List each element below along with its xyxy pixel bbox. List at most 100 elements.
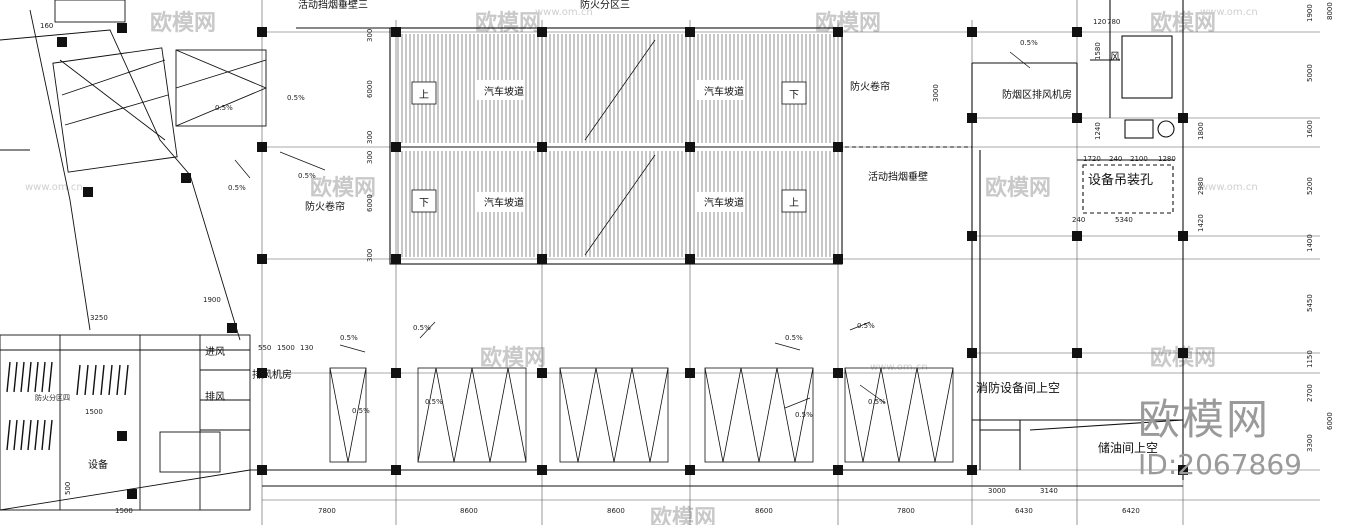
watermark-text: 欧模网: [150, 10, 216, 36]
slope-label: 0.5%: [228, 184, 246, 192]
dim-right: 6000: [1326, 412, 1334, 430]
column-marker: [257, 142, 267, 152]
structural-columns: [57, 23, 1188, 499]
ramp-label: 汽车坡道: [484, 196, 524, 209]
dim-room: 3000: [932, 84, 940, 102]
column-marker: [537, 254, 547, 264]
dim-bottom-sub: 3000: [988, 487, 1006, 495]
slope-label: 0.5%: [857, 322, 875, 330]
watermark-site: www.om.cn: [25, 182, 83, 193]
text-labels: 活动挡烟垂壁三 防火分区三 汽车坡道 汽车坡道 汽车坡道 汽车坡道 上 下 下 …: [35, 0, 1158, 471]
dim-left: 550: [258, 344, 271, 352]
dim-bottom: 8600: [460, 507, 478, 515]
watermark-site: www.om.cn: [1200, 7, 1258, 18]
fire-shutter-label: 防火卷帘: [850, 80, 890, 93]
dim-stair-side: 1240: [1094, 122, 1102, 140]
column-marker: [685, 27, 695, 37]
parking-mark: [6, 361, 11, 393]
slope-arrows: [234, 51, 1031, 409]
fire-shutter-label: 防火卷帘: [305, 200, 345, 213]
ramp-label: 汽车坡道: [484, 85, 524, 98]
parking-mark: [48, 361, 53, 393]
dim-bottom: 6430: [1015, 507, 1033, 515]
dim-hole-bottom: 240: [1072, 216, 1085, 224]
dim-ramp: 300: [366, 249, 374, 262]
watermark-layer: 欧模网 欧模网 欧模网 欧模网 欧模网 欧模网 欧模网 欧模网 欧模网 www.…: [25, 7, 1258, 529]
dim-right: 1150: [1306, 350, 1314, 368]
parking-mark: [6, 419, 11, 451]
smoke-fan-room-label: 防烟区排风机房: [1002, 88, 1072, 101]
dim-stair-top: 120: [1093, 18, 1106, 26]
column-marker: [685, 254, 695, 264]
column-marker: [1178, 113, 1188, 123]
slope-label: 0.5%: [795, 411, 813, 419]
column-marker: [1072, 231, 1082, 241]
fan-short-label: 风: [1110, 51, 1120, 63]
parking-mark: [48, 419, 53, 451]
dim-right: 5000: [1306, 64, 1314, 82]
down-label: 下: [419, 198, 429, 209]
column-marker: [967, 27, 977, 37]
column-marker: [967, 465, 977, 475]
column-marker: [391, 254, 401, 264]
dim-left: 8000: [1326, 2, 1334, 20]
column-marker: [391, 368, 401, 378]
dim-left: 1500: [85, 408, 103, 416]
parking-mark: [124, 364, 129, 396]
column-marker: [1178, 348, 1188, 358]
slope-label: 0.5%: [352, 407, 370, 415]
parking-mark: [13, 419, 18, 451]
dim-ramp: 6000: [366, 194, 374, 212]
dim-left: 160: [40, 22, 53, 30]
column-marker: [833, 142, 843, 152]
column-marker: [1072, 113, 1082, 123]
column-marker: [537, 465, 547, 475]
column-marker: [117, 431, 127, 441]
column-marker: [117, 23, 127, 33]
oil-void-label: 储油间上空: [1098, 440, 1158, 455]
watermark-site: www.om.cn: [535, 7, 593, 18]
exhaust-room-label: 排风机房: [252, 368, 292, 381]
up-label: 上: [789, 197, 799, 209]
column-marker: [537, 27, 547, 37]
parking-bays: [329, 367, 954, 463]
slope-labels: 0.5% 0.5% 0.5% 0.5% 0.5% 0.5% 0.5% 0.5% …: [215, 39, 1038, 419]
column-marker: [967, 231, 977, 241]
dim-bottom: 7800: [318, 507, 336, 515]
parking-mark: [41, 361, 46, 393]
left-parking-marks: [6, 361, 129, 451]
slope-label: 0.5%: [298, 172, 316, 180]
column-marker: [127, 489, 137, 499]
column-marker: [257, 254, 267, 264]
dim-stair-top: 780: [1107, 18, 1120, 26]
ramp-details: [411, 39, 807, 256]
column-marker: [257, 465, 267, 475]
parking-mark: [34, 361, 39, 393]
dim-hole-top: 240: [1109, 155, 1122, 163]
dim-left: 130: [300, 344, 313, 352]
down-label: 下: [789, 90, 799, 101]
watermark-site: www.om.cn: [870, 362, 928, 373]
dim-bottom-sub: 3140: [1040, 487, 1058, 495]
watermark-brand: 欧模网: [1138, 395, 1271, 444]
watermark-text: 欧模网: [310, 175, 376, 201]
column-marker: [83, 187, 93, 197]
slope-label: 0.5%: [413, 324, 431, 332]
dim-right: 1600: [1306, 120, 1314, 138]
ramp-label: 汽车坡道: [704, 85, 744, 98]
fire-zone-label: 防火分区三: [580, 0, 630, 11]
dim-right-mid: 1800: [1197, 122, 1205, 140]
dim-left: 1900: [203, 296, 221, 304]
up-label: 上: [419, 89, 429, 101]
parking-mark: [13, 361, 18, 393]
equip-hole-label: 设备吊装孔: [1088, 172, 1153, 188]
dim-right: 1900: [1306, 4, 1314, 22]
slope-label: 0.5%: [340, 334, 358, 342]
column-marker: [685, 142, 695, 152]
watermark-text: 欧模网: [475, 10, 541, 36]
column-marker: [685, 368, 695, 378]
dim-bottom: 7800: [897, 507, 915, 515]
column-marker: [833, 368, 843, 378]
parking-mark: [76, 364, 81, 396]
